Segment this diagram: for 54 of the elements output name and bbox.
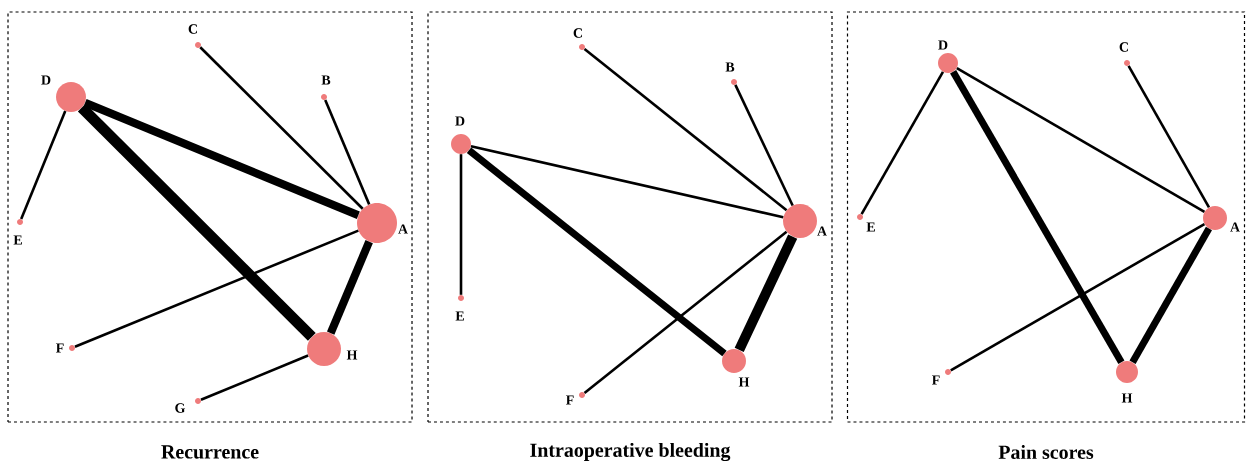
node-label: D: [455, 116, 465, 126]
network-edge: [950, 70, 1125, 365]
network-edge: [583, 47, 788, 212]
node-label: C: [188, 24, 197, 34]
node-circle: [357, 203, 397, 243]
network-edge: [734, 84, 794, 206]
node-circle: [307, 332, 341, 366]
network-edge: [459, 154, 463, 295]
node-label: B: [725, 62, 735, 72]
node-circle: [1116, 361, 1138, 383]
node-circle: [722, 349, 746, 373]
node-label: A: [817, 226, 827, 236]
network-edge: [583, 230, 788, 394]
node-label: A: [1230, 222, 1240, 232]
network-edge: [77, 103, 316, 341]
node-label: Intraoperative bleeding: [530, 442, 731, 462]
network-edge: [466, 147, 727, 357]
node-label: F: [566, 395, 574, 405]
node-label: D: [938, 40, 948, 50]
network-edge: [956, 67, 1206, 213]
network-edge: [470, 145, 784, 219]
node-label: H: [346, 350, 358, 360]
node-label: G: [175, 403, 186, 413]
node-label: E: [866, 222, 875, 232]
node-label: H: [1121, 393, 1133, 403]
node-label: D: [41, 75, 51, 85]
node-label: F: [56, 343, 64, 353]
network-edge: [1127, 65, 1211, 209]
node-circle: [451, 134, 471, 154]
node-label: E: [455, 311, 464, 321]
node-circle: [56, 82, 86, 112]
node-label: F: [932, 375, 940, 385]
node-label: C: [573, 28, 582, 38]
network-edge: [83, 99, 360, 219]
network-edge: [950, 222, 1206, 372]
network-edge: [1129, 226, 1212, 364]
node-circle: [1203, 206, 1227, 230]
node-label: Pain scores: [998, 444, 1094, 459]
node-label: E: [13, 235, 22, 245]
network-edge: [74, 229, 359, 348]
network-edge: [327, 240, 373, 335]
network-edge: [734, 234, 798, 353]
node-label: C: [1119, 42, 1128, 52]
node-label: Recurrence: [161, 445, 259, 459]
node-label: A: [398, 224, 408, 234]
node-label: B: [321, 75, 331, 85]
node-label: H: [738, 377, 750, 387]
node-circle: [783, 204, 817, 238]
network-edge: [860, 71, 945, 215]
network-edge: [199, 46, 364, 210]
network-edge: [200, 354, 309, 401]
network-edge: [20, 110, 67, 220]
network-edge: [324, 99, 371, 205]
node-circle: [938, 53, 958, 73]
